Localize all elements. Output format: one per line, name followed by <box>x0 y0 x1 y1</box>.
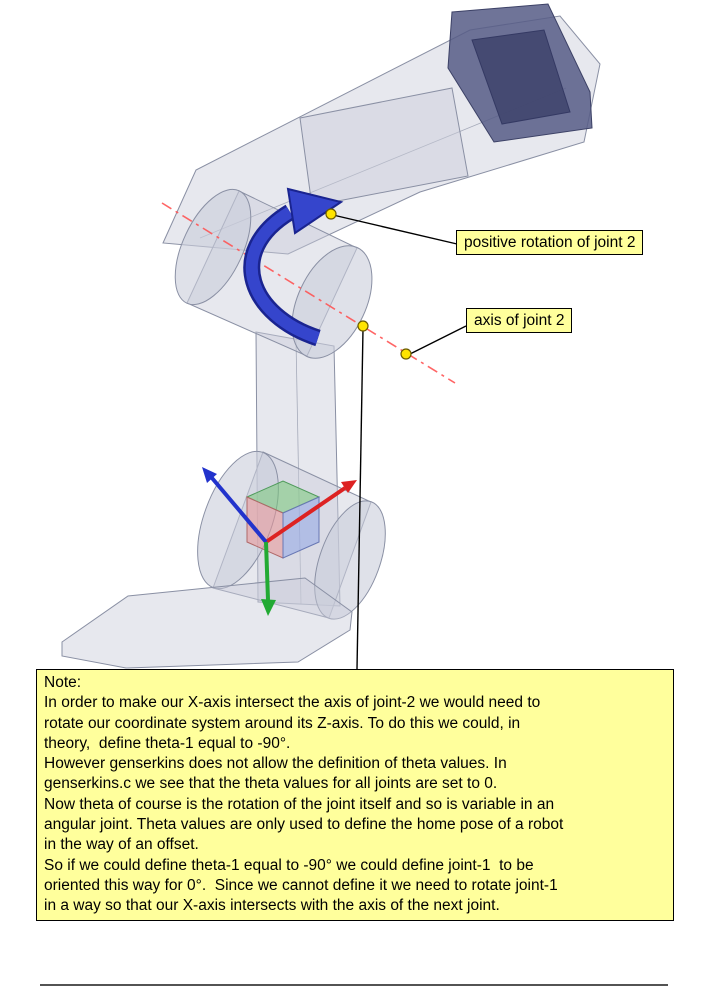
marker-axis-near <box>357 320 369 332</box>
note-line: in a way so that our X-axis intersects w… <box>44 897 500 915</box>
callout-line-positive-rotation <box>332 214 458 245</box>
note-line: So if we could define theta-1 equal to -… <box>44 856 534 874</box>
red-axis-arrowhead <box>341 480 357 493</box>
note-line: However genserkins does not allow the de… <box>44 755 507 773</box>
elbow-housing <box>299 87 469 207</box>
green-axis-arrow <box>264 541 270 601</box>
joint1-cylinder-right-face <box>314 500 386 620</box>
note-line: Now theta of course is the rotation of t… <box>44 795 555 813</box>
robot-base-plate <box>61 577 353 669</box>
blue-axis-arrowhead <box>202 467 217 483</box>
blue-axis-arrow <box>210 476 268 544</box>
joint2-cylinder-left-face <box>174 188 252 306</box>
column-facet-line <box>295 339 302 605</box>
origin-cube <box>245 480 321 559</box>
green-axis-arrowhead <box>261 599 276 616</box>
wrist-inner-block <box>471 29 571 125</box>
callout-line-axis-of-joint2 <box>407 325 467 356</box>
note-line: oriented this way for 0°. Since we canno… <box>44 876 558 894</box>
rotation-arrow <box>243 187 344 347</box>
callout-axis-of-joint2-label: axis of joint 2 <box>466 308 573 333</box>
red-axis-arrow <box>264 486 347 544</box>
note-line: angular joint. Theta values are only use… <box>44 816 564 834</box>
coordinate-axes <box>202 467 357 616</box>
note-box: Note: In order to make our X-axis inters… <box>36 669 674 921</box>
rotation-arrowhead <box>286 187 344 235</box>
note-line: Note: <box>44 674 82 691</box>
note-line: genserkins.c we see that the theta value… <box>44 775 498 793</box>
joint2-axis-line <box>161 202 456 384</box>
callout-positive-rotation-label: positive rotation of joint 2 <box>456 230 644 255</box>
rotation-arrow-body <box>245 206 320 344</box>
note-connector-line <box>356 328 364 670</box>
marker-rotation-tip <box>325 208 337 220</box>
marker-axis-far <box>400 348 412 360</box>
note-line: theory, define theta-1 equal to -90°. <box>44 734 291 752</box>
note-line: In order to make our X-axis intersect th… <box>44 694 541 712</box>
note-line: in the way of an offset. <box>44 836 199 854</box>
note-line: rotate our coordinate system around its … <box>44 714 521 732</box>
